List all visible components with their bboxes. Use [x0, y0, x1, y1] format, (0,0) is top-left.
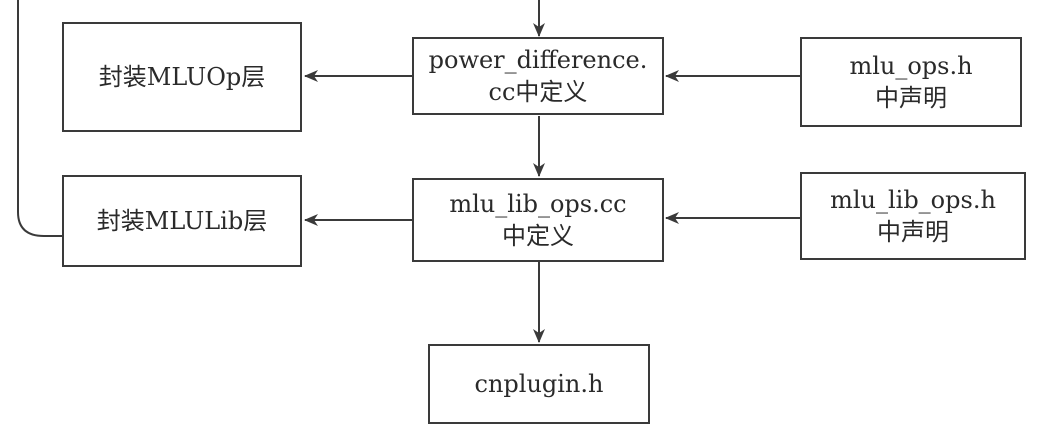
- node-mlu-ops-h-line1: mlu_ops.h: [849, 52, 973, 80]
- node-mlu-lib-ops-h-line1: mlu_lib_ops.h: [830, 186, 996, 214]
- node-mlu-lib-ops-h: mlu_lib_ops.h 中声明: [800, 172, 1026, 260]
- node-mlu-lib-ops-cc-line2: 中定义: [502, 222, 574, 250]
- node-mlu-lib-ops-cc-line1: mlu_lib_ops.cc: [449, 190, 627, 218]
- node-power-difference-cc-line2: cc中定义: [488, 78, 588, 106]
- node-power-difference-cc: power_difference. cc中定义: [412, 37, 664, 115]
- node-mlu-lib-ops-cc: mlu_lib_ops.cc 中定义: [412, 178, 664, 262]
- node-mluop-layer: 封装MLUOp层: [62, 22, 302, 132]
- feedback-line-left: [17, 0, 62, 237]
- node-mlu-ops-h: mlu_ops.h 中声明: [800, 37, 1022, 127]
- node-mlulib-layer-label: 封装MLULib层: [96, 207, 268, 235]
- node-cnplugin-h-label: cnplugin.h: [474, 370, 604, 398]
- node-mlu-ops-h-line2: 中声明: [875, 84, 947, 112]
- node-mlu-lib-ops-h-line2: 中声明: [877, 218, 949, 246]
- node-cnplugin-h: cnplugin.h: [428, 344, 650, 424]
- node-power-difference-cc-line1: power_difference.: [428, 46, 648, 74]
- node-mluop-layer-label: 封装MLUOp层: [98, 63, 266, 91]
- node-mlulib-layer: 封装MLULib层: [62, 175, 302, 267]
